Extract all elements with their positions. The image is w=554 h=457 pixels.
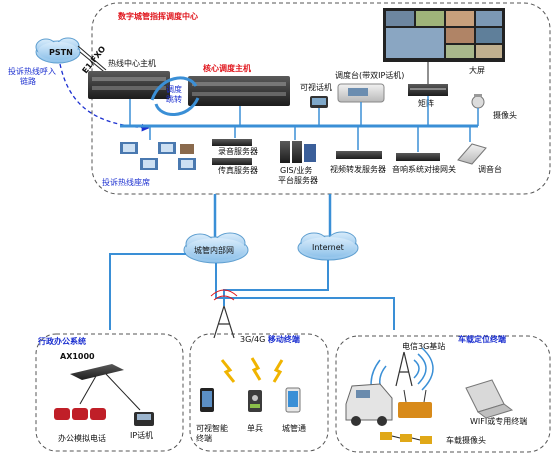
fax-server-label: 传真服务器 [218, 165, 258, 175]
chengguantong-label: 城管通 [282, 423, 306, 433]
soldier-label: 单兵 [247, 423, 263, 433]
hotline-host [88, 71, 170, 99]
complaint-link-line-2: 链路 [20, 76, 36, 86]
efxo-label: E1/FXO [80, 44, 107, 75]
city-net-label: 城管内部网 [194, 245, 234, 255]
vehicle-router [398, 389, 432, 418]
pstn-cloud: PSTN [35, 37, 81, 64]
agent-label: 投诉热线座席 [102, 177, 150, 187]
mobile-title: 3G/4G 移动终端 [240, 334, 300, 344]
gis-server-label: GIS/业务平台服务器 [278, 165, 318, 185]
dispatch-console [337, 83, 385, 103]
paging-label: 调音台 [478, 164, 502, 174]
big-screen [383, 8, 505, 62]
core-dispatch-host [188, 76, 290, 106]
citynet-admin-link [109, 253, 186, 330]
videophone [310, 96, 328, 108]
camera-label: 摄像头 [493, 110, 517, 120]
hotline-host-label: 热线中心主机 [108, 58, 156, 68]
ax1000-ipphone-link [105, 373, 141, 411]
internet-wireless-link [223, 260, 329, 306]
mobile-region [189, 333, 329, 452]
video-forward-server [336, 151, 382, 159]
dispatch-jump: 调度跳转 [150, 76, 200, 116]
gis-servers [280, 141, 316, 163]
mobile-title-text: 移动终端 [268, 334, 300, 344]
laptop [465, 379, 514, 419]
smart-terminal-line-1: 可视智能 [196, 423, 228, 433]
gis-line-2: 平台服务器 [278, 175, 318, 185]
vehicle-region [335, 335, 551, 453]
admin-region [35, 333, 184, 452]
signal-bolts [220, 357, 284, 383]
ax1000-phones-link [79, 375, 97, 405]
internet-label: Internet [312, 243, 344, 252]
bigscreen-label: 大屏 [469, 65, 485, 75]
dispatch-jump-line-2: 跳转 [166, 94, 182, 104]
vehicle-base-tower [395, 351, 413, 387]
ip-phone [134, 412, 154, 426]
pstn-hotline-link-2 [77, 45, 107, 71]
analog-phone-label: 办公模拟电话 [58, 433, 106, 443]
vehicle-title: 车载定位终端 [458, 334, 506, 344]
smart-terminal-line-2: 终端 [196, 433, 212, 443]
vehicle-camera-label: 车载摄像头 [446, 435, 486, 445]
mobile-title-net: 3G/4G [240, 335, 268, 344]
wifi-label: WIFI或专用终端 [470, 416, 527, 426]
complaint-link-line-1: 投诉热线呼入 [8, 66, 56, 76]
videophone-label: 可视话机 [300, 82, 332, 92]
matrix [408, 84, 448, 96]
matrix-label: 矩阵 [418, 98, 434, 108]
base-station-label: 电信3G基站 [402, 341, 445, 351]
analog-phones [54, 408, 106, 420]
base-tower [210, 289, 238, 339]
pstn-label: PSTN [49, 48, 73, 57]
complaint-route [59, 63, 150, 132]
dispatch-jump-line-1: 调度 [166, 84, 182, 94]
vehicle-cameras [380, 432, 432, 444]
internet-cloud: Internet [297, 231, 359, 261]
vehicle [345, 383, 393, 426]
citynet-wireless-link [215, 263, 395, 330]
ip-phone-label: IP话机 [130, 430, 153, 440]
gis-line-1: GIS/业务 [280, 165, 312, 175]
audio-gateway [396, 153, 440, 161]
console-label: 调度台(带双IP话机) [335, 70, 404, 80]
soldier-device [248, 390, 262, 412]
video-forward-label: 视频转发服务器 [330, 164, 386, 174]
city-net-cloud: 城管内部网 [183, 232, 249, 264]
agent-seats [120, 142, 196, 170]
fax-server [212, 158, 252, 165]
ax1000-label: AX1000 [60, 352, 95, 361]
dome-camera [471, 94, 485, 109]
recording-server-label: 录音服务器 [218, 146, 258, 156]
chengguantong-device [285, 387, 301, 413]
complaint-link-label: 投诉热线呼入链路 [8, 66, 56, 86]
paging-console [457, 143, 487, 165]
ax1000-device [70, 364, 124, 380]
smart-terminal-label: 可视智能终端 [196, 423, 228, 443]
admin-title: 行政办公系统 [37, 336, 86, 346]
recording-server [212, 139, 252, 146]
audio-gateway-label: 音响系统对接网关 [392, 164, 456, 174]
command-center-title: 数字城管指挥调度中心 [118, 11, 198, 21]
core-host-label: 核心调度主机 [203, 63, 251, 73]
smart-terminal [200, 388, 214, 412]
dispatch-jump-label: 调度跳转 [166, 84, 182, 104]
